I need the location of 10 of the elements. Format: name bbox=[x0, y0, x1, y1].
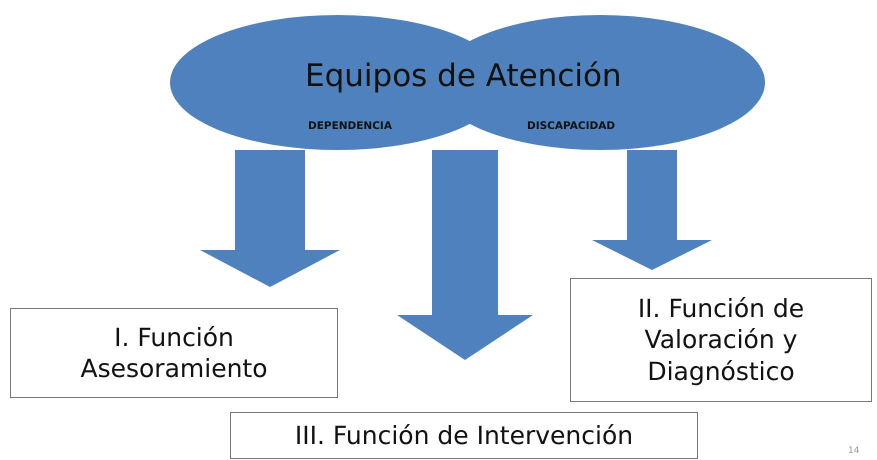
title: Equipos de Atención bbox=[305, 58, 622, 94]
page-number: 14 bbox=[848, 446, 860, 456]
ellipse-label: DEPENDENCIA bbox=[308, 120, 392, 132]
block-arrow bbox=[200, 150, 340, 287]
ellipse-label: DISCAPACIDAD bbox=[527, 120, 616, 132]
block-arrow bbox=[397, 150, 533, 360]
block-arrow bbox=[592, 150, 712, 270]
text-box: II. Función de Valoración y Diagnóstico bbox=[570, 278, 872, 402]
text-box: III. Función de Intervención bbox=[230, 412, 698, 459]
text-box: I. Función Asesoramiento bbox=[10, 308, 338, 398]
